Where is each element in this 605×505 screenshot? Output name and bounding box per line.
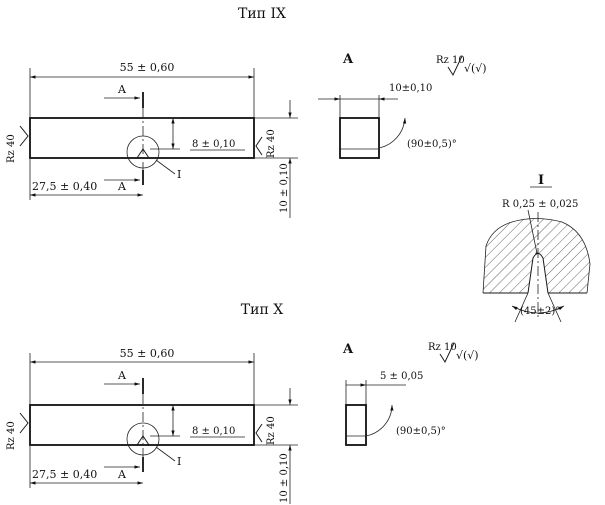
type10-notch	[136, 435, 150, 446]
type9-rz-right-symbol	[255, 136, 263, 156]
type10-section-angle: (90±0,5)°	[365, 404, 446, 437]
type10-rz-left-symbol	[19, 412, 29, 434]
type9-rz-top: Rz 10	[436, 55, 465, 66]
type10-notch-position-label: 27,5 ± 0,40	[32, 468, 97, 481]
type9-notch-position-dimension: 27,5 ± 0,40	[29, 158, 143, 200]
type10-notch-depth-label: 8 ± 0,10	[192, 426, 235, 437]
type10-section-profile	[345, 404, 367, 446]
type9-detail-circle	[126, 135, 160, 169]
type10-detail-mark: I	[177, 455, 181, 468]
type9-section-mark-top: A	[117, 83, 127, 96]
type10-height-label: 10 ± 0,10	[279, 453, 290, 503]
type9-section-marks: A A	[104, 83, 144, 193]
type9-rz-top-symbol: √(√)	[464, 62, 487, 75]
type9-rz-right: Rz 40	[266, 129, 277, 158]
type10-length-dimension: 55 ± 0,60	[29, 347, 255, 405]
type9-rz-left-symbol	[19, 125, 29, 147]
type10-specimen-bar	[29, 404, 255, 446]
type9-section-angle-label: (90±0,5)°	[407, 139, 457, 150]
type10-rz-right: Rz 40	[266, 416, 277, 445]
type10-height-dimension: 10 ± 0,10	[254, 388, 298, 504]
type10-section-angle-label: (90±0,5)°	[396, 426, 446, 437]
type10-title: Тип X	[241, 302, 283, 318]
type10-notch-position-dimension: 27,5 ± 0,40	[29, 445, 143, 488]
type9-section-width-dimension: 10±0,10	[318, 83, 432, 118]
type9-length-label: 55 ± 0,60	[120, 61, 175, 74]
type9-notch	[136, 148, 150, 159]
type9-detail-mark: I	[177, 168, 181, 181]
type10-section-mark-top: A	[117, 369, 127, 382]
type10-section-marks: A A	[104, 369, 144, 481]
detail-mark: I	[538, 173, 544, 188]
type10-detail-circle	[126, 422, 160, 456]
type9-height-label: 10 ± 0,10	[279, 163, 290, 213]
detail-view: I R 0,25 ± 0,025 (45±2)°	[482, 173, 591, 323]
type9-notch-position-label: 27,5 ± 0,40	[32, 180, 97, 193]
detail-radius-label: R 0,25 ± 0,025	[502, 199, 578, 210]
type9-notch-depth-label: 8 ± 0,10	[192, 139, 235, 150]
type9-notch-depth-dimension: 8 ± 0,10	[143, 117, 245, 151]
type9-height-dimension: 10 ± 0,10	[254, 100, 298, 218]
type10-section-title: A	[342, 342, 354, 357]
type10-rz-right-symbol	[255, 423, 263, 443]
type9-section-width-label: 10±0,10	[389, 83, 432, 94]
detail-angle-label: (45±2)°	[520, 306, 560, 317]
type9-section-profile	[339, 117, 380, 159]
type9-title: Тип IX	[238, 6, 286, 22]
type10-notch-depth-dimension: 8 ± 0,10	[143, 404, 245, 438]
type9-rz-top-check-icon	[447, 55, 463, 77]
type10-rz-left: Rz 40	[6, 421, 17, 450]
type9-length-dimension: 55 ± 0,60	[29, 61, 255, 118]
type9-rz-left: Rz 40	[6, 134, 17, 163]
type10-length-label: 55 ± 0,60	[120, 347, 175, 360]
type9-section-angle: (90±0,5)°	[378, 117, 457, 150]
type9-specimen-bar	[29, 117, 255, 159]
type10-section-mark-bottom: A	[117, 468, 127, 481]
type10-section-width-label: 5 ± 0,05	[380, 371, 423, 382]
type10-rz-top-symbol: √(√)	[456, 349, 479, 362]
type10-rz-top: Rz 10	[428, 342, 457, 353]
type9-section-title: A	[342, 52, 354, 67]
type10-rz-top-check-icon	[439, 342, 455, 364]
type10-section-width-dimension: 5 ± 0,05	[345, 371, 423, 405]
type9-section-mark-bottom: A	[117, 180, 127, 193]
